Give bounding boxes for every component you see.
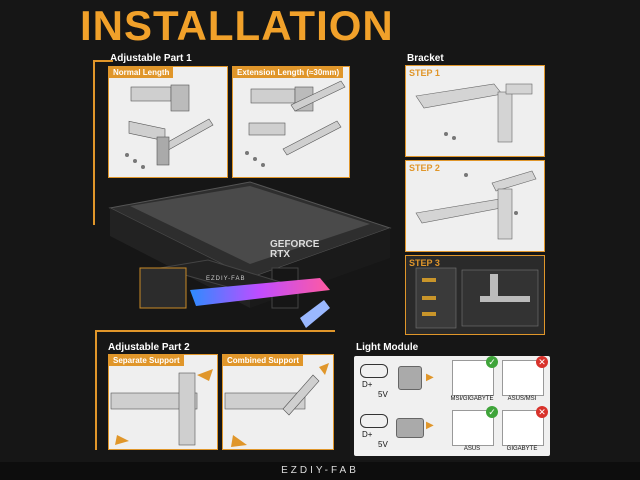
row1-good-label: MSI/GIGABYTE [450, 396, 494, 402]
step3-illustration [415, 267, 539, 329]
normal-length-tag: Normal Length [109, 67, 174, 78]
adjustable-part1-heading: Adjustable Part 1 [110, 53, 192, 64]
gpu-brand-line1: GEFORCE [270, 239, 320, 250]
row2-module-icon [396, 418, 424, 438]
part1-connector [93, 60, 113, 62]
light-module-heading: Light Module [356, 342, 419, 353]
combined-support-tag: Combined Support [223, 355, 303, 366]
row2-pin: D+ [362, 430, 373, 439]
row1-module-icon [398, 366, 422, 390]
row1-volt: 5V [378, 390, 388, 399]
extension-length-panel: Extension Length (≈30mm) [232, 66, 350, 178]
combined-support-illustration [224, 363, 329, 447]
separate-support-illustration [110, 369, 213, 446]
bracket-heading: Bracket [407, 53, 444, 64]
gpu-brand: GEFORCE RTX [270, 240, 319, 260]
cross-icon: ✕ [536, 406, 548, 418]
extension-length-tag: Extension Length (≈30mm) [233, 67, 344, 78]
gpu-illustration [108, 181, 392, 328]
step3-label: STEP 3 [409, 258, 440, 268]
row2-good-label: ASUS [463, 446, 481, 452]
row1-bad-connector [502, 360, 544, 396]
extension-length-illustration [245, 80, 346, 167]
check-icon: ✓ [486, 406, 498, 418]
step2-illustration [415, 170, 537, 240]
footer-bar: EZDIY-FAB [0, 462, 640, 480]
gpu-logo: EZDIY-FAB [206, 276, 246, 282]
step1-illustration [415, 83, 533, 143]
row2-arrow-icon: ▶ [426, 420, 434, 431]
part1-connector-vertical [93, 60, 95, 225]
combined-support-panel: Combined Support [222, 354, 334, 450]
row2-bad-label: GIGABYTE [506, 446, 538, 452]
check-icon: ✓ [486, 356, 498, 368]
light-module-panel: D+ 5V ▶ ✓ MSI/GIGABYTE ✕ ASUS/MSI D+ 5V … [354, 356, 550, 456]
adjustable-part2-heading: Adjustable Part 2 [108, 342, 190, 353]
page-title: INSTALLATION [80, 2, 394, 49]
bracket-step1-panel: STEP 1 [405, 65, 545, 157]
part2-connector-top [95, 330, 335, 332]
cross-icon: ✕ [536, 356, 548, 368]
separate-support-tag: Separate Support [109, 355, 184, 366]
separate-support-panel: Separate Support [108, 354, 218, 450]
normal-length-illustration [125, 84, 214, 169]
row2-volt: 5V [378, 440, 388, 449]
bracket-step2-panel: STEP 2 [405, 160, 545, 252]
step1-label: STEP 1 [409, 68, 440, 78]
part2-connector [95, 330, 97, 450]
row1-bad-label: ASUS/MSI [507, 396, 537, 402]
row1-arrow-icon: ▶ [426, 372, 434, 383]
step2-label: STEP 2 [409, 163, 440, 173]
bracket-step3-panel: STEP 3 [405, 255, 545, 335]
normal-length-panel: Normal Length [108, 66, 228, 178]
usb-port-icon [360, 414, 388, 428]
gpu-brand-line2: RTX [270, 249, 290, 260]
usb-port-icon [360, 364, 388, 378]
footer-brand: EZDIY-FAB [281, 465, 359, 476]
row1-pin: D+ [362, 380, 373, 389]
